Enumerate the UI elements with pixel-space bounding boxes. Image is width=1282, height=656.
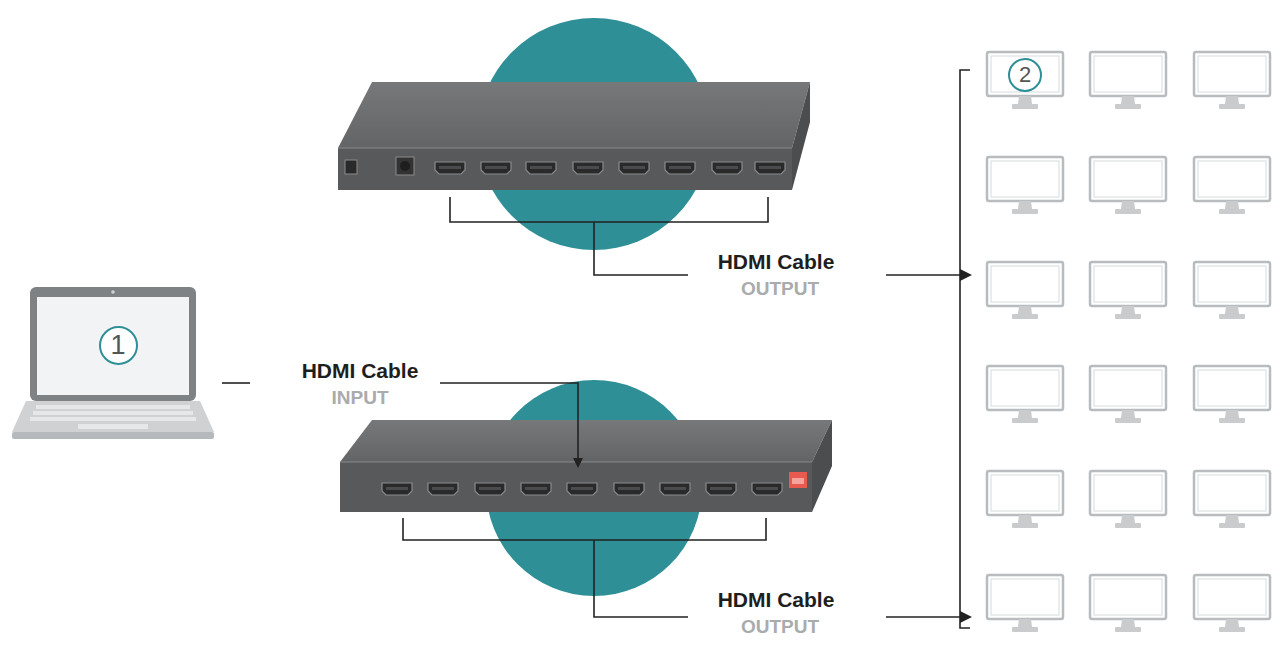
callout-circle: 2 [1008,58,1042,92]
laptop [12,287,214,439]
hdmi-splitter [340,420,832,512]
cable-label: INPUT [332,387,389,409]
callout-circle: 1 [99,326,138,365]
hdmi-splitter [338,82,810,190]
callout-number: 1 [110,332,125,359]
cable-label: OUTPUT [741,278,819,300]
cable-label: HDMI Cable [718,250,835,274]
callout-number: 2 [1019,64,1031,86]
monitor-wall [987,52,1270,632]
arrowheads [573,269,972,623]
cable-label: OUTPUT [741,616,819,638]
cable-label: HDMI Cable [718,588,835,612]
leader-lines [222,70,970,628]
cable-label: HDMI Cable [302,359,419,383]
